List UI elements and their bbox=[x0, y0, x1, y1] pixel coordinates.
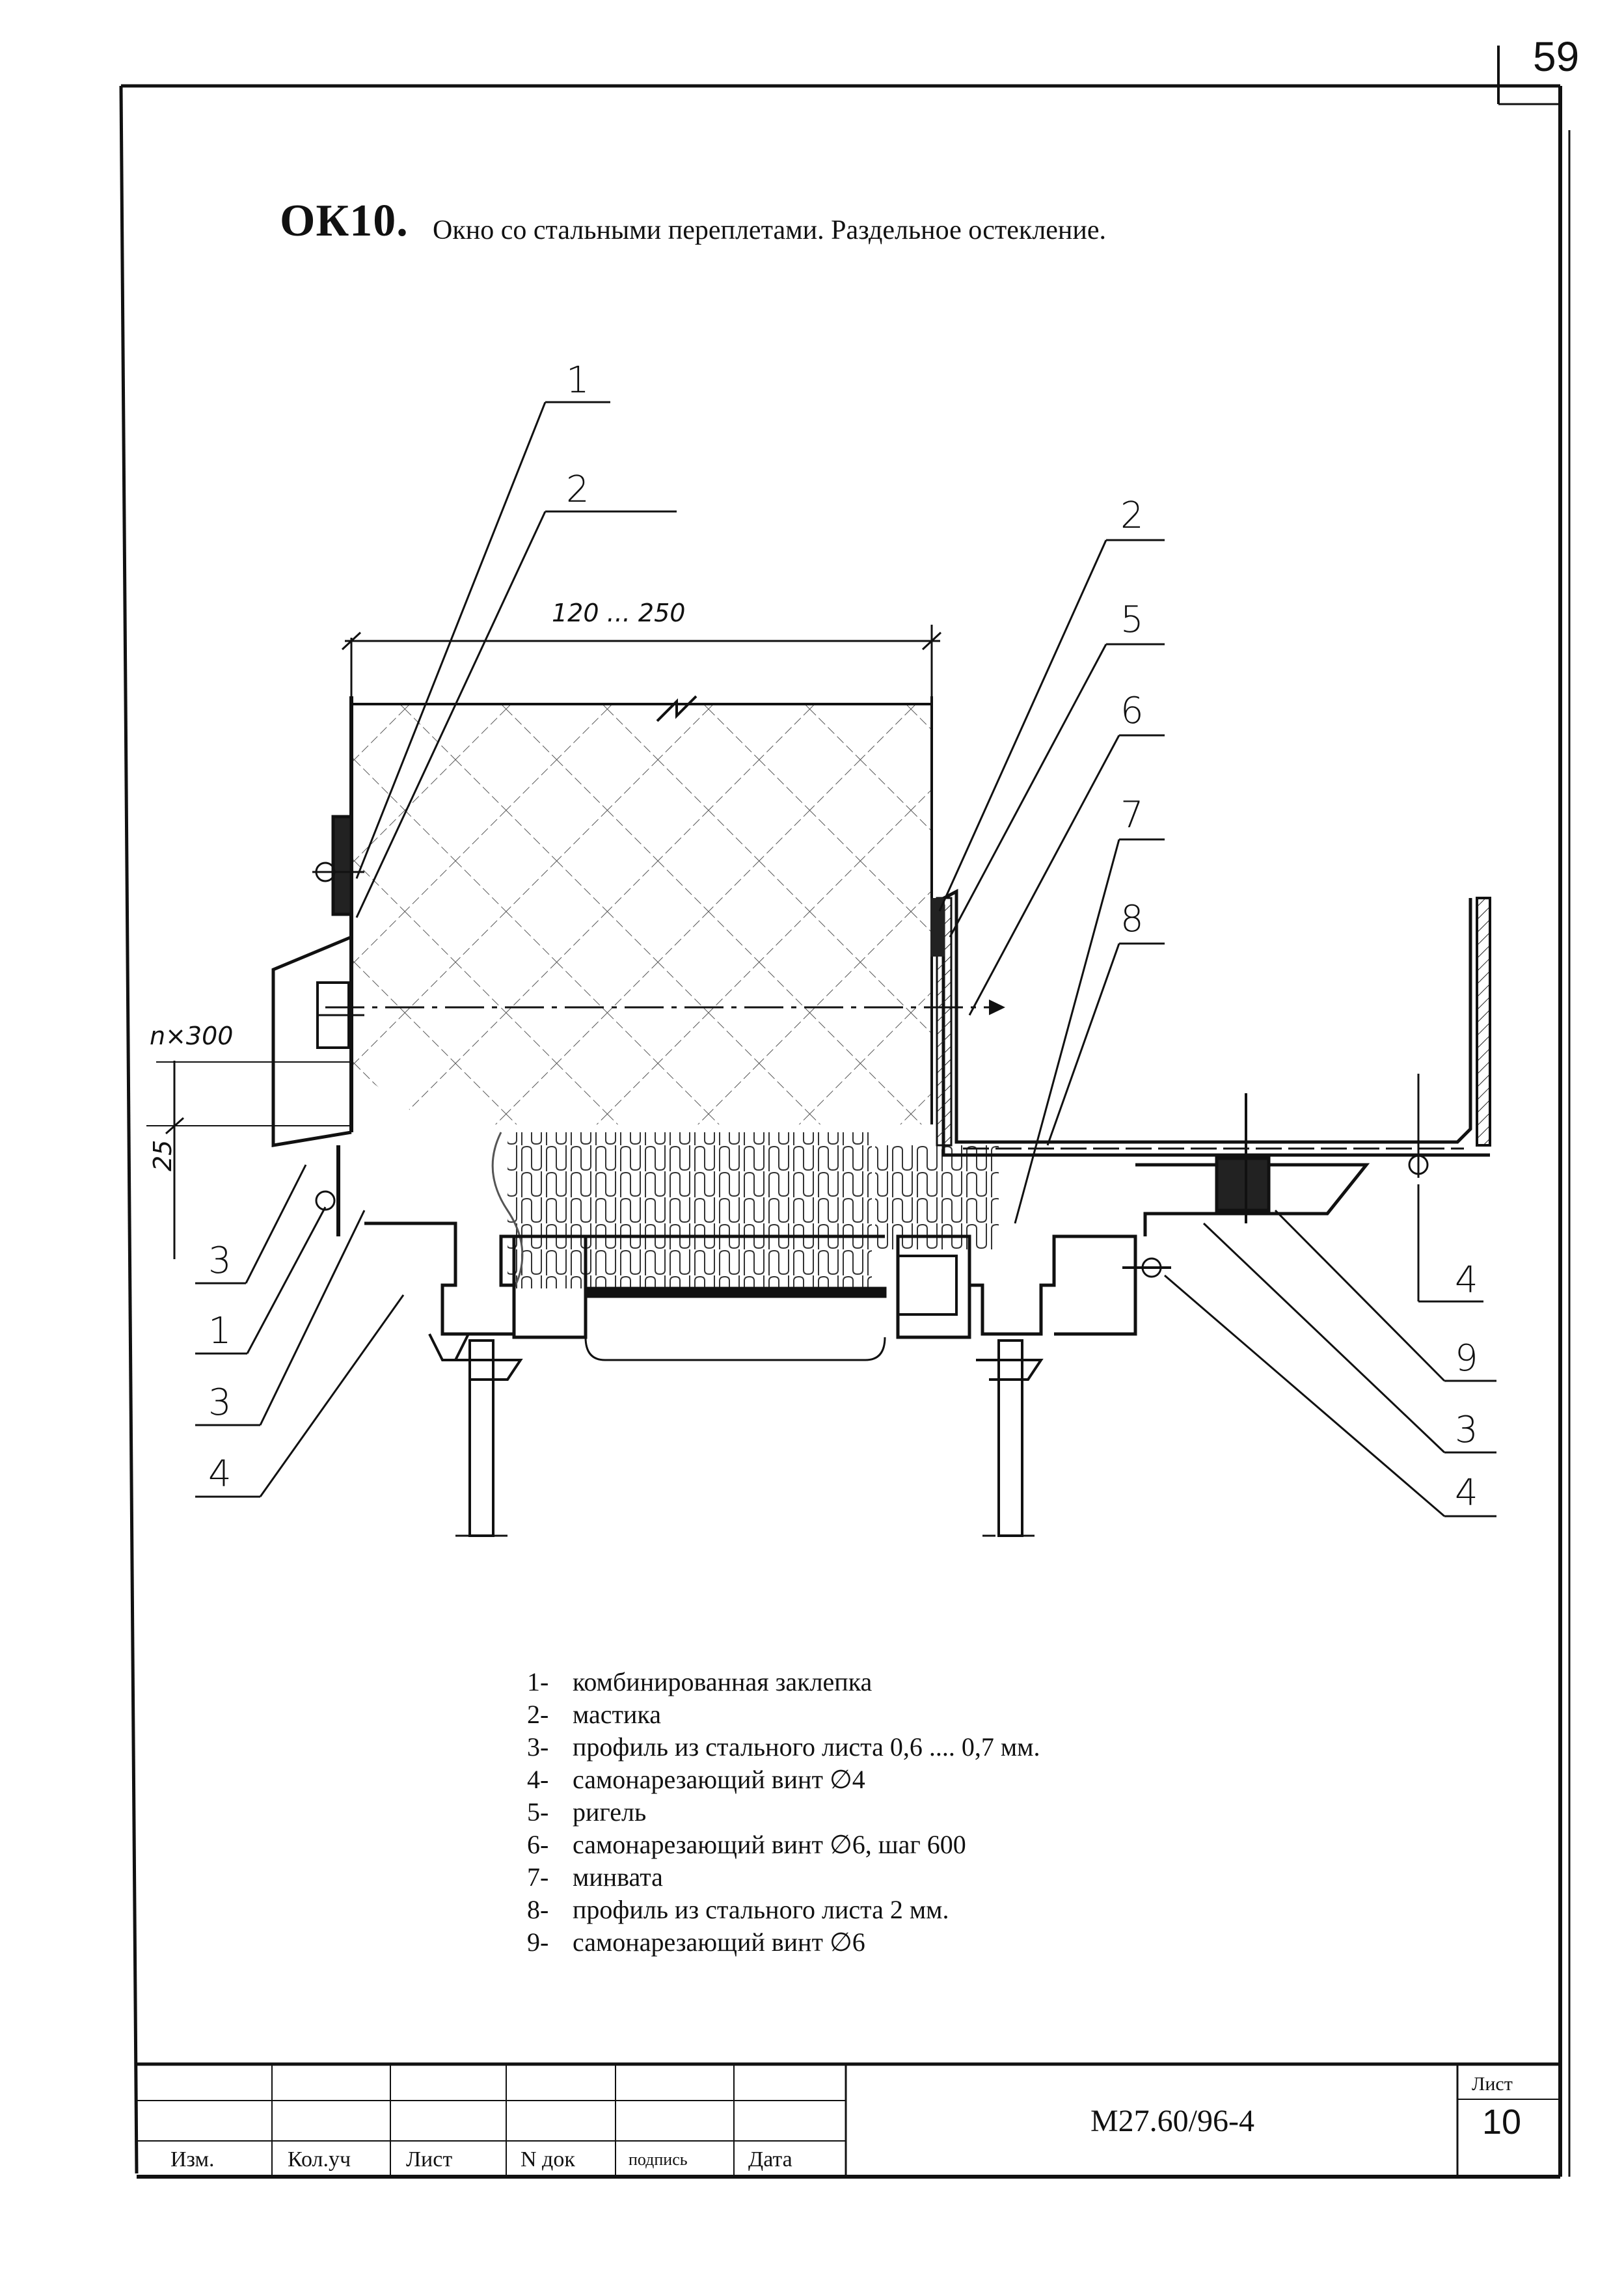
glazing-unit bbox=[349, 695, 933, 1132]
legend-item: 3-профиль из стального листа 0,6 .... 0,… bbox=[527, 1732, 1040, 1762]
tb-col-change: Изм. bbox=[170, 2147, 215, 2171]
leader-lines-left bbox=[195, 401, 677, 1498]
legend-item: 4-самонарезающий винт ∅4 bbox=[527, 1765, 865, 1794]
callout-right-3: 6 bbox=[1120, 690, 1144, 732]
callout-right-8: 3 bbox=[1455, 1409, 1478, 1451]
legend-item: 1-комбинированная заклепка bbox=[527, 1667, 873, 1696]
callout-left-2: 2 bbox=[566, 469, 589, 511]
dimension-step bbox=[146, 1061, 351, 1259]
dimension-width-label: 120 ... 250 bbox=[552, 599, 686, 627]
mineral-wool bbox=[491, 1132, 999, 1289]
callout-left-5: 3 bbox=[208, 1381, 232, 1424]
legend-item: 7-минвата bbox=[527, 1862, 663, 1892]
tb-col-signature: подпись bbox=[629, 2150, 688, 2169]
legend-item: 8-профиль из стального листа 2 мм. bbox=[527, 1895, 949, 1924]
page-number: 59 bbox=[1533, 33, 1580, 80]
title-block-grid bbox=[137, 2062, 1560, 2177]
supports bbox=[428, 1333, 1044, 1537]
tb-col-quantity: Кол.уч bbox=[288, 2147, 351, 2171]
dimension-width bbox=[341, 625, 942, 696]
bolt-tip bbox=[989, 1000, 1005, 1015]
dimension-step-label: n×300 bbox=[150, 1022, 234, 1050]
document-code: M27.60/96-4 bbox=[1090, 2104, 1254, 2138]
legend-item: 6-самонарезающий винт ∅6, шаг 600 bbox=[527, 1830, 966, 1859]
rigel-profile bbox=[364, 1221, 1137, 1361]
drawing-title: Окно со стальными переплетами. Раздельно… bbox=[433, 215, 1107, 245]
callout-right-2: 5 bbox=[1120, 599, 1144, 641]
legend-item: 2-мастика bbox=[527, 1700, 662, 1729]
callout-right-7: 9 bbox=[1455, 1337, 1478, 1380]
leader-lines-right bbox=[938, 539, 1496, 1518]
callout-right-5: 8 bbox=[1120, 898, 1144, 940]
callout-left-3: 3 bbox=[208, 1240, 232, 1282]
right-profile bbox=[930, 888, 1491, 1278]
dimension-height-label: 25 bbox=[148, 1139, 177, 1171]
sheet-label: Лист bbox=[1472, 2073, 1513, 2095]
legend-item: 9-самонарезающий винт ∅6 bbox=[527, 1927, 865, 1957]
callout-right-4: 7 bbox=[1120, 794, 1144, 836]
callout-right-6: 4 bbox=[1455, 1259, 1478, 1301]
sheet-frame bbox=[119, 46, 1571, 2179]
callout-right-9: 4 bbox=[1455, 1472, 1478, 1514]
drawing-code: ОК10. bbox=[280, 196, 409, 246]
callout-left-6: 4 bbox=[208, 1453, 232, 1495]
tb-col-doc-number: N док bbox=[521, 2147, 575, 2171]
callout-left-4: 1 bbox=[208, 1310, 232, 1352]
left-flashing bbox=[271, 815, 364, 1236]
callout-left-1: 1 bbox=[566, 359, 589, 402]
callout-right-1: 2 bbox=[1120, 495, 1144, 537]
sheet-number: 10 bbox=[1482, 2103, 1522, 2142]
tb-col-sheet: Лист bbox=[406, 2147, 453, 2171]
legend-item: 5-ригель bbox=[527, 1797, 647, 1827]
legend: 1-комбинированная заклепка 2-мастика 3-п… bbox=[527, 1666, 1040, 1959]
tb-col-date: Дата bbox=[748, 2147, 792, 2171]
